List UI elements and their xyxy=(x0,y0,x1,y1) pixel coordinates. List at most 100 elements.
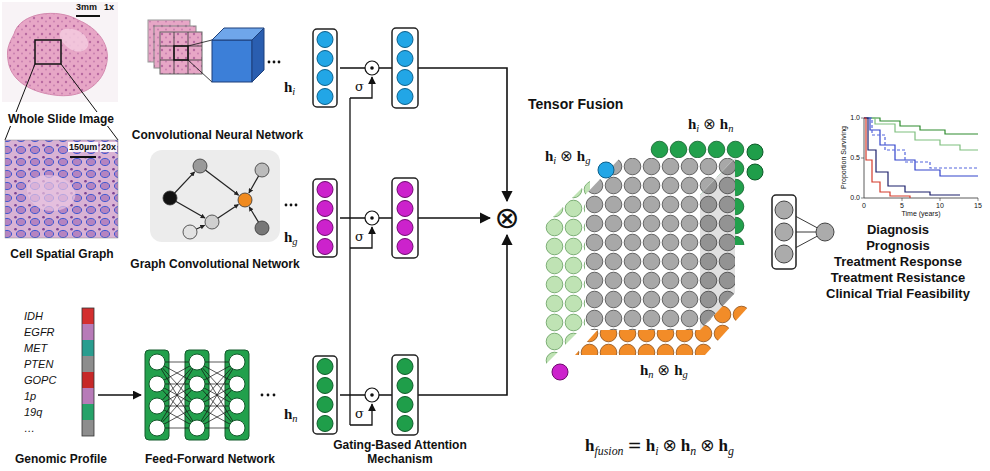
connector-arrow xyxy=(340,68,507,201)
fusion-formula: = xyxy=(628,435,642,455)
g-shape xyxy=(775,201,834,263)
fusion-formula: h xyxy=(646,436,655,455)
path-shape xyxy=(157,362,237,428)
vector-unit xyxy=(317,32,333,48)
vector-frame xyxy=(313,29,337,107)
label-group: 19q xyxy=(24,405,42,419)
circle-shape xyxy=(183,225,197,239)
circle-shape xyxy=(189,398,205,414)
label-group: MET xyxy=(24,341,47,355)
polygon-shape xyxy=(700,158,735,330)
circle-shape xyxy=(365,388,379,402)
gene-label: 1p xyxy=(24,390,36,402)
tensor-label: n xyxy=(648,369,653,380)
g-shape xyxy=(397,32,413,105)
tensor-label: h xyxy=(674,362,682,378)
circle-shape xyxy=(775,201,793,219)
label-group: 10 xyxy=(932,201,948,210)
path-shape xyxy=(349,98,350,425)
circle-shape xyxy=(747,164,763,180)
circle-shape xyxy=(290,204,293,207)
magnification-label: 20x xyxy=(100,142,117,152)
caption-text: Cell Spatial Graph xyxy=(8,247,115,261)
circle-shape xyxy=(149,398,165,414)
circle-shape xyxy=(255,163,269,177)
label-group: hn⊗hg xyxy=(640,360,688,385)
path-shape xyxy=(864,118,960,195)
gene-label: MET xyxy=(24,342,47,354)
label-group: Time (years) xyxy=(881,209,961,218)
image-panel: Cell Spatial Graph xyxy=(2,138,122,262)
label-group: 3mm xyxy=(76,2,97,13)
fusion-formula: h xyxy=(681,436,690,455)
polygon-shape xyxy=(545,180,590,365)
caption-row: Graph Convolutional Network xyxy=(120,255,310,272)
tensor-label: h xyxy=(640,362,648,378)
label-group: hfusion=hi⊗hn⊗hg xyxy=(585,434,734,462)
fusion-operator: ⊗ xyxy=(490,201,524,235)
polygon-shape xyxy=(700,158,735,330)
label-group: PTEN xyxy=(24,357,53,371)
rect-shape xyxy=(585,195,700,330)
path-shape xyxy=(350,227,372,248)
label-group: σ xyxy=(355,229,364,244)
path-shape xyxy=(864,118,978,168)
operator-symbol: ⊗ xyxy=(494,200,519,235)
rect-shape xyxy=(2,2,118,102)
tensor-label: n xyxy=(728,123,733,134)
label-group: Clinical Trial Feasibility xyxy=(810,286,986,302)
vector-unit xyxy=(317,359,333,375)
label-group: 15 xyxy=(970,201,986,210)
tensor-label: ⊗ xyxy=(560,147,573,165)
line-shape xyxy=(98,394,141,396)
label-group: 1p xyxy=(24,389,36,403)
vector-outline xyxy=(312,355,338,435)
vector-frame xyxy=(313,356,337,434)
g-shape xyxy=(864,118,978,198)
circle-shape xyxy=(775,245,793,263)
circle-shape xyxy=(163,191,177,205)
circle-shape xyxy=(295,204,298,207)
tensor-label: i xyxy=(696,123,699,134)
circle-shape xyxy=(397,239,413,255)
rect-shape xyxy=(82,356,94,372)
tensor-label: h xyxy=(545,148,553,164)
caption-text: Feed-Forward Network xyxy=(143,452,277,466)
circle-shape xyxy=(397,397,413,413)
circle-shape xyxy=(189,420,205,436)
rect-shape xyxy=(185,350,209,440)
circle-shape xyxy=(397,89,413,105)
caption-row: Cell Spatial Graph xyxy=(2,245,122,262)
axis-tick: 0 xyxy=(862,202,866,209)
path-shape xyxy=(7,13,107,95)
path-shape xyxy=(350,404,372,425)
circle-shape xyxy=(149,354,165,370)
tensor-label: h xyxy=(688,116,696,132)
tensor-label: ⊗ xyxy=(658,361,671,379)
axis-title: Proportion Surviving xyxy=(840,126,847,189)
g-shape xyxy=(163,159,269,239)
axis-tick: 5 xyxy=(900,202,904,209)
axis-tick: 15 xyxy=(974,202,982,209)
outcome-label: Clinical Trial Feasibility xyxy=(826,286,970,301)
circle-shape xyxy=(261,394,264,397)
circle-shape xyxy=(193,159,207,173)
caption-row: Genomic Profile xyxy=(2,450,120,467)
circle-shape xyxy=(747,144,763,160)
circle-shape xyxy=(229,398,245,414)
rect-shape xyxy=(392,28,418,108)
circle-shape xyxy=(229,420,245,436)
outcome-label: Treatment Resistance xyxy=(831,270,965,285)
circle-shape xyxy=(268,61,271,64)
tensor-label: h xyxy=(720,116,728,132)
vector-outline xyxy=(312,178,338,258)
path-shape xyxy=(864,118,978,176)
caption-row: Convolutional Neural Network xyxy=(120,126,315,143)
g-shape xyxy=(170,166,262,232)
vector-subscript: n xyxy=(292,413,297,424)
circle-shape xyxy=(397,70,413,86)
gene-label: … xyxy=(24,422,35,434)
line-shape xyxy=(76,15,100,17)
label-group: 0.5 xyxy=(846,153,860,162)
circle-shape xyxy=(370,393,374,397)
